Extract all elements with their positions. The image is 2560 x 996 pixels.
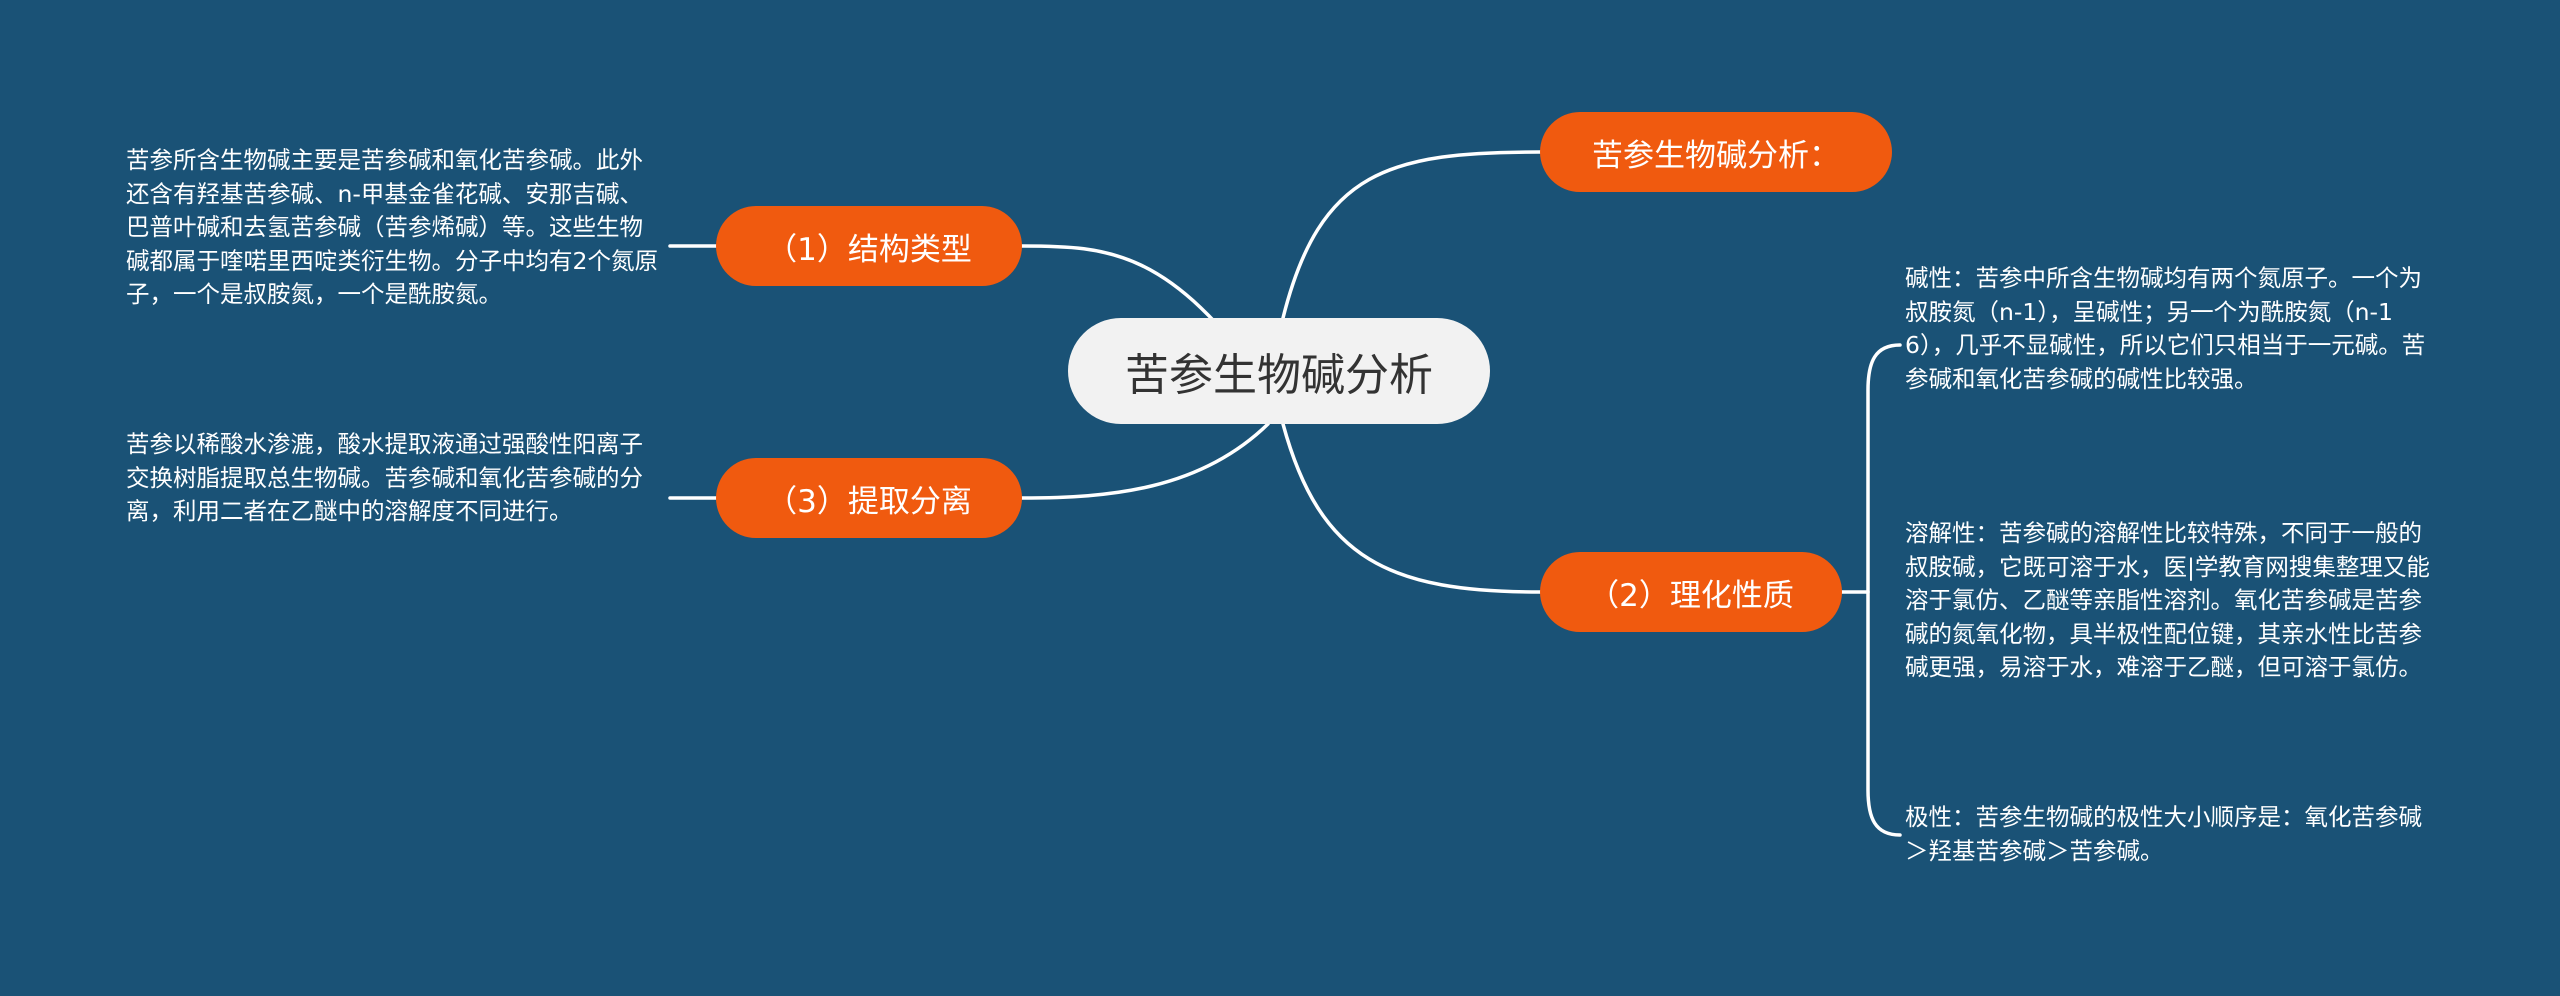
branch-extraction-separation[interactable]: （3）提取分离 [716,458,1022,538]
branch-analysis-label: 苦参生物碱分析： [1592,137,1840,174]
connector-central-to-extraction [1020,422,1270,500]
leaf-solubility-text: 溶解性：苦参碱的溶解性比较特殊，不同于一般的叔胺碱，它既可溶于水，医|学教育网搜… [1905,519,2430,681]
branch-structure-type-label: （1）结构类型 [766,231,972,268]
central-topic[interactable]: 苦参生物碱分析 [1068,318,1490,424]
branch-physicochemical-properties-label: （2）理化性质 [1588,577,1794,614]
central-topic-label: 苦参生物碱分析 [1125,350,1433,401]
properties-bracket [1866,343,1902,837]
leaf-polarity-text: 极性：苦参生物碱的极性大小顺序是：氧化苦参碱＞羟基苦参碱＞苦参碱。 [1905,803,2422,865]
branch-extraction-separation-label: （3）提取分离 [766,483,972,520]
leaf-basicity-text: 碱性：苦参中所含生物碱均有两个氮原子。一个为叔胺氮（n-1），呈碱性；另一个为酰… [1905,264,2426,393]
connector-central-to-analysis [1281,150,1542,320]
branch-physicochemical-properties[interactable]: （2）理化性质 [1540,552,1842,632]
leaf-extraction-text: 苦参以稀酸水渗漉，酸水提取液通过强酸性阳离子交换树脂提取总生物碱。苦参碱和氧化苦… [126,430,643,525]
branch-analysis[interactable]: 苦参生物碱分析： [1540,112,1892,192]
connector-central-to-properties [1281,422,1542,594]
leaf-structure-text: 苦参所含生物碱主要是苦参碱和氧化苦参碱。此外还含有羟基苦参碱、n-甲基金雀花碱、… [126,146,658,308]
branch-structure-type[interactable]: （1）结构类型 [716,206,1022,286]
